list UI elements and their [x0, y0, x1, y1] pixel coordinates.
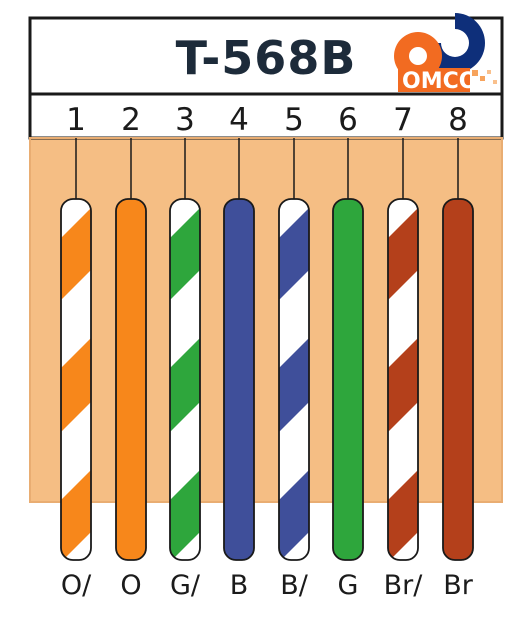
plug-body-outline — [29, 137, 503, 503]
pin-8-wire — [443, 199, 473, 560]
pin-7-wire — [388, 199, 418, 560]
pin-7-number: 7 — [393, 102, 413, 138]
pin-4-color-label: B — [230, 570, 249, 601]
plug-body — [30, 138, 502, 502]
pin-8-color-label: Br — [443, 570, 474, 601]
wire-stripe — [170, 208, 200, 300]
pin-1-color-label: O/ — [61, 570, 92, 601]
wire-stripe — [279, 470, 309, 560]
pin-2-color-label: O — [120, 570, 141, 601]
pin-3-number: 3 — [175, 102, 195, 138]
pin-5-number: 5 — [284, 102, 304, 138]
omco-logo: OMCO — [394, 13, 497, 94]
wire-stripe — [170, 470, 200, 560]
wire-stripe — [61, 470, 91, 560]
pin-6-wire — [333, 199, 363, 560]
pin-6-wire-outline — [332, 198, 364, 561]
pin-8-number: 8 — [448, 102, 468, 138]
pin-5-color-label: B/ — [280, 570, 309, 601]
wire-stripe — [279, 208, 309, 300]
wire-stripe — [279, 338, 309, 432]
pin-6-color-label: G — [338, 570, 359, 601]
pin-3-wire — [170, 199, 200, 560]
pin-1-wire — [61, 199, 91, 560]
pin-2-wire — [116, 199, 146, 560]
wire-stripe — [388, 208, 418, 300]
pin-1-wire-outline — [60, 198, 92, 561]
pin-number-bar — [28, 92, 504, 140]
wire-stripe — [388, 470, 418, 560]
pin-8-wire-outline — [442, 198, 474, 561]
pin-4-number: 4 — [229, 102, 249, 138]
pin-2-number: 2 — [121, 102, 141, 138]
pin-3-wire-outline — [169, 198, 201, 561]
logo-banner — [398, 68, 470, 92]
wire-stripe — [61, 338, 91, 432]
pin-7-wire-outline — [387, 198, 419, 561]
wire-stripe — [61, 208, 91, 300]
pin-6-number: 6 — [338, 102, 358, 138]
pin-3-color-label: G/ — [170, 570, 201, 601]
pin-2-wire-outline — [115, 198, 147, 561]
pin-4-wire-outline — [223, 198, 255, 561]
diagram-title: T-568B — [176, 31, 357, 85]
pin-5-wire — [279, 199, 309, 560]
pin-5-wire-outline — [278, 198, 310, 561]
logo-text: OMCO — [402, 69, 477, 94]
wire-stripe — [170, 338, 200, 432]
pins-layer: 1O/2O 3G/4B 5B/6G 7Br/8Br — [60, 102, 474, 601]
wire-stripe — [388, 338, 418, 432]
pin-1-number: 1 — [66, 102, 86, 138]
pin-7-color-label: Br/ — [384, 570, 424, 601]
pin-4-wire — [224, 199, 254, 560]
